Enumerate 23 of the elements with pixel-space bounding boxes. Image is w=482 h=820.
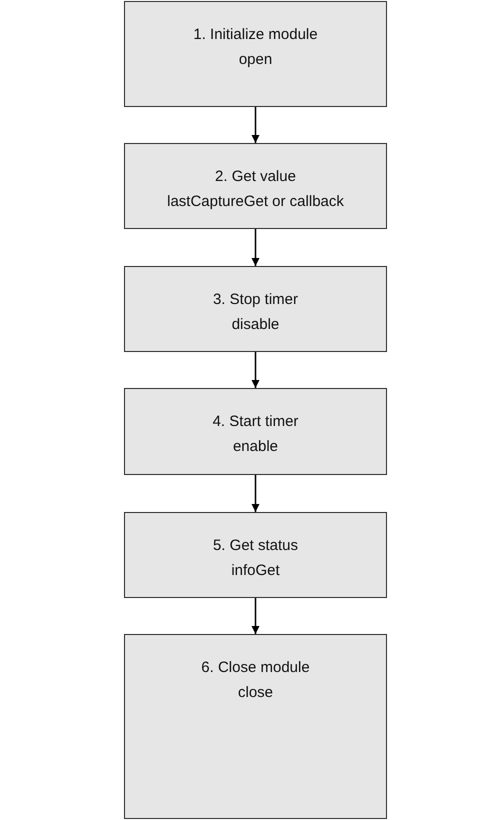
step-title: 2. Get value — [215, 167, 296, 187]
process-box — [124, 388, 387, 475]
arrow — [252, 229, 260, 266]
function-name: disable — [232, 315, 280, 335]
process-box — [124, 1, 387, 107]
arrow — [252, 475, 260, 512]
process-box — [124, 143, 387, 229]
step-title: 6. Close module — [201, 658, 310, 678]
function-name: open — [238, 50, 272, 70]
function-name: close — [238, 683, 274, 703]
process-box — [124, 634, 387, 819]
function-name: infoGet — [231, 561, 280, 581]
process-box — [124, 266, 387, 352]
function-name: enable — [232, 437, 278, 457]
arrow — [252, 598, 260, 634]
arrow — [252, 107, 260, 143]
step-title: 3. Stop timer — [212, 290, 298, 310]
arrow — [252, 352, 260, 388]
function-name: lastCaptureGet or callback — [167, 192, 344, 212]
step-title: 1. Initialize module — [193, 25, 318, 45]
process-box — [124, 512, 387, 598]
step-title: 4. Start timer — [212, 412, 298, 432]
step-title: 5. Get status — [212, 536, 298, 556]
